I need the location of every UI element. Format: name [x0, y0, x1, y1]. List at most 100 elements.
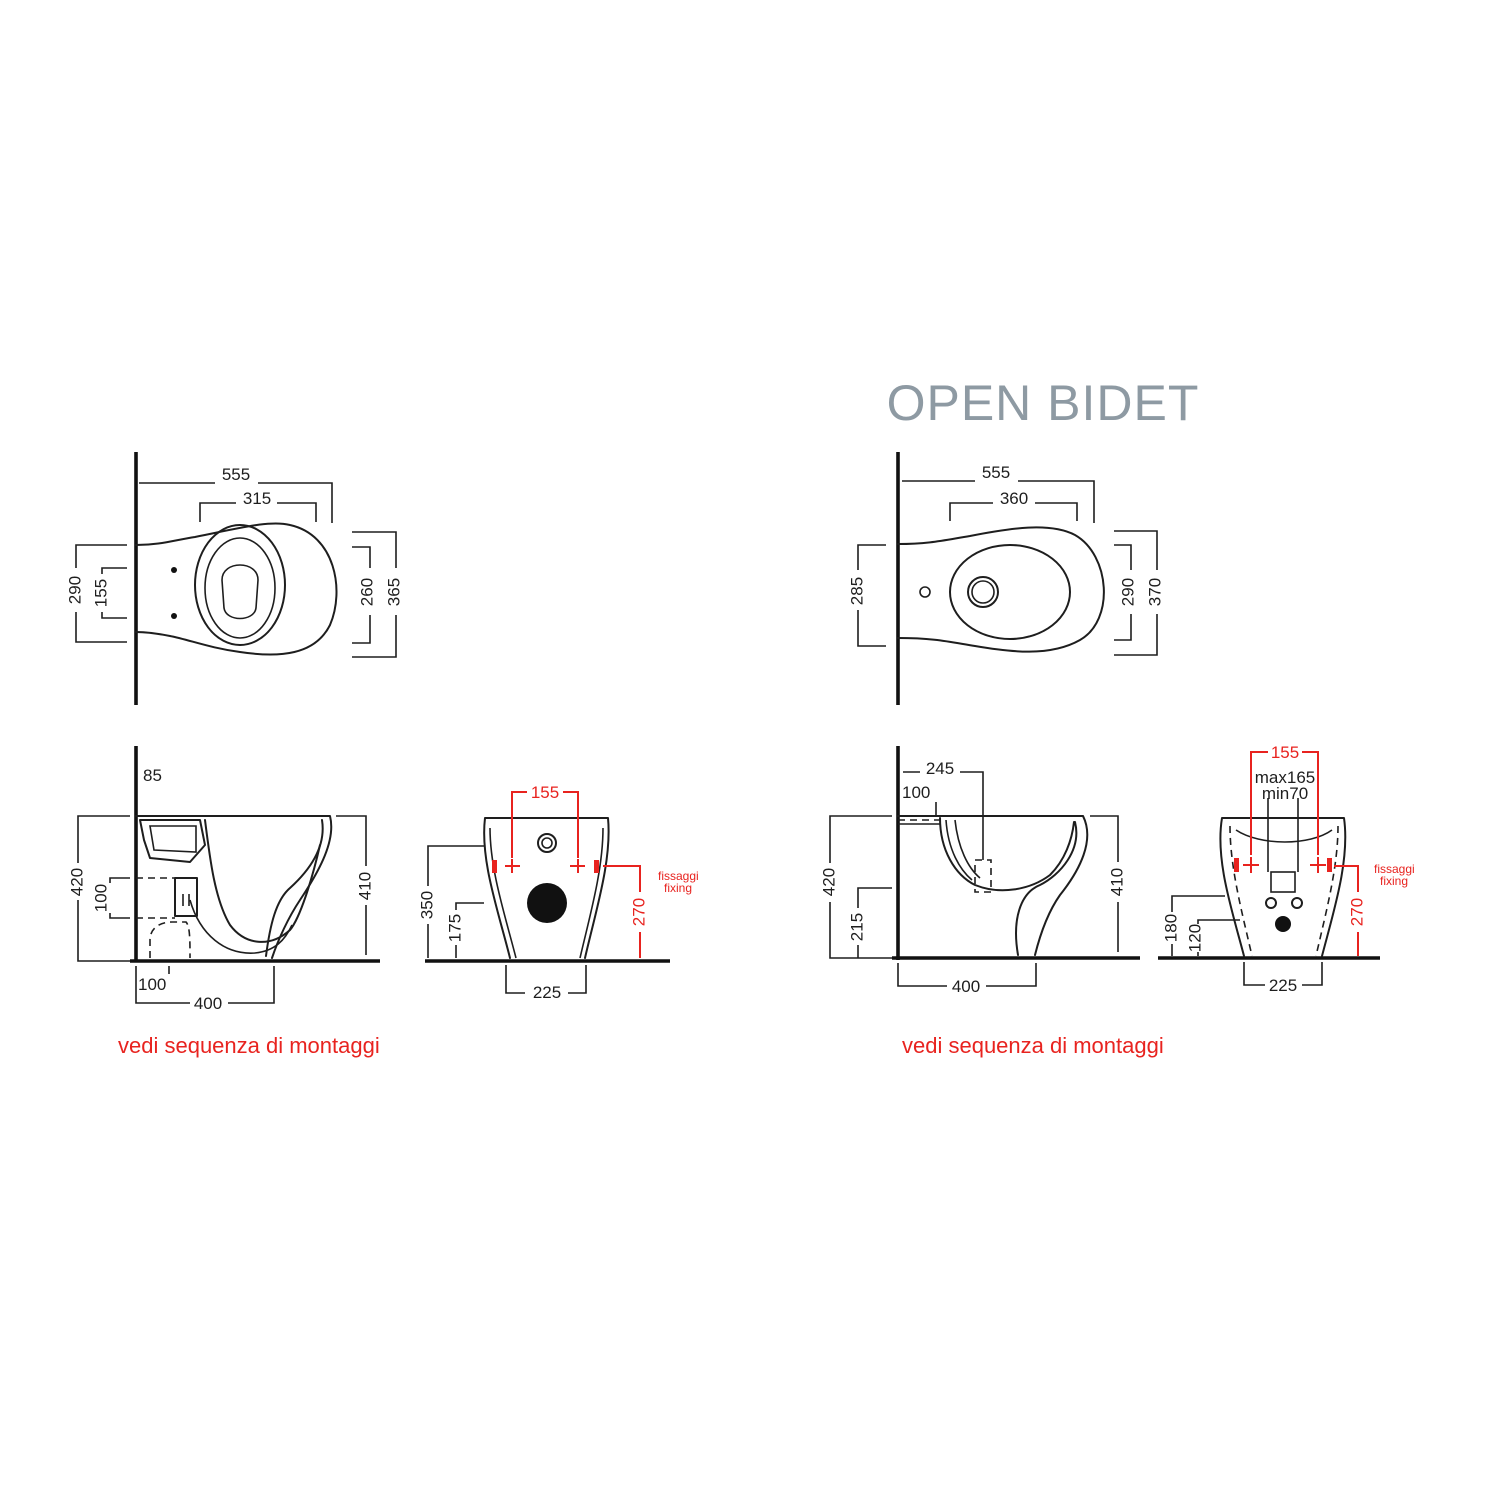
dim-bidet-side-410: 410 [1107, 868, 1126, 896]
dim-line [1035, 502, 1078, 521]
bidet-front-inner-dash [1229, 825, 1339, 957]
dim-bidet-side-215: 215 [847, 913, 866, 941]
dim-toilet-side-410: 410 [355, 872, 374, 900]
dim-line [1090, 815, 1119, 862]
dim-line [857, 610, 886, 647]
dim-line [77, 900, 130, 962]
toilet-top-outline [135, 522, 338, 656]
dim-line [1018, 480, 1095, 523]
bidet-top-drain-inner [971, 580, 995, 604]
dim-toilet-front-155: 155 [531, 783, 559, 802]
bidet-front-rim [1235, 829, 1333, 843]
dim-line [505, 965, 525, 994]
dim-toilet-side-100h: 100 [138, 975, 166, 994]
bidet-side-body [897, 815, 1089, 956]
toilet-top-hole-lower [171, 613, 177, 619]
bidet-side-view: 245 100 420 215 410 400 [819, 746, 1140, 996]
dim-line [897, 963, 947, 987]
dim-line [455, 902, 484, 910]
toilet-top-rim-inner [204, 537, 276, 639]
dim-toilet-top-290: 290 [65, 576, 84, 604]
toilet-top-view: 555 315 290 155 260 365 [65, 452, 403, 705]
dim-toilet-side-420: 420 [67, 868, 86, 896]
dim-toilet-top-315: 315 [243, 489, 271, 508]
dim-bidet-top-370: 370 [1145, 578, 1164, 606]
toilet-front-fixing-right [594, 860, 599, 873]
bidet-top-tap-hole [919, 586, 931, 598]
bidet-front-view: 155 max165 min70 180 120 270 fissaggi fi… [1158, 743, 1415, 995]
bidet-front-hole-right [1291, 897, 1303, 909]
toilet-top-hole-upper [171, 567, 177, 573]
toilet-top-rim [194, 524, 286, 646]
dim-bidet-front-270: 270 [1347, 898, 1366, 926]
bidet-side-bowl-back [1015, 821, 1078, 956]
dim-line [336, 815, 367, 866]
dim-line [1243, 962, 1265, 986]
dim-line [77, 815, 130, 863]
dim-line [258, 482, 333, 523]
dim-bidet-side-420: 420 [819, 868, 838, 896]
dim-line [352, 531, 397, 568]
dim-line [1250, 751, 1268, 855]
dim-line [563, 791, 579, 858]
dim-bidet-top-285: 285 [847, 577, 866, 605]
dim-line [75, 612, 127, 643]
bidet-front-outline [1219, 817, 1347, 957]
dim-line [109, 913, 130, 919]
toilet-front-inner [489, 827, 604, 959]
dim-line [986, 963, 1037, 987]
dim-line [101, 567, 127, 574]
dim-bidet-side-245: 245 [926, 759, 954, 778]
dim-line [960, 771, 984, 860]
toilet-front-outlet [527, 883, 567, 923]
bidet-front-outlet [1275, 916, 1291, 932]
dim-line [1114, 614, 1132, 641]
dim-bidet-front-min: min70 [1262, 784, 1308, 803]
bidet-front-fixing-label-en: fixing [1380, 874, 1408, 888]
dim-line [568, 965, 587, 994]
dim-toilet-front-270: 270 [629, 898, 648, 926]
bidet-front-fixing-right [1327, 858, 1332, 872]
dim-bidet-top-290: 290 [1118, 578, 1137, 606]
dim-line [1171, 895, 1225, 912]
dim-bidet-side-100: 100 [902, 783, 930, 802]
dim-toilet-front-350: 350 [417, 891, 436, 919]
dim-line [1114, 614, 1158, 656]
dim-line [1197, 919, 1240, 924]
toilet-front-inlet-inner [541, 837, 553, 849]
dim-toilet-front-225: 225 [533, 983, 561, 1002]
toilet-side-floor-pipe-dash [149, 921, 191, 959]
dim-line [829, 815, 892, 863]
dim-line [109, 877, 130, 883]
dim-toilet-top-155: 155 [91, 579, 110, 607]
dim-line [1334, 865, 1359, 892]
toilet-side-flush-inlet [139, 819, 206, 863]
dim-line [228, 966, 275, 1004]
dim-bidet-front-180: 180 [1161, 914, 1180, 942]
dim-line [135, 966, 190, 1004]
dim-toilet-top-555: 555 [222, 465, 250, 484]
dim-line [1302, 751, 1319, 855]
bidet-side-bowl-ribs [945, 819, 981, 881]
dim-line [101, 612, 127, 619]
bidet-front-drain [1270, 871, 1296, 893]
toilet-front-view: 155 350 175 270 fissaggi fixing 225 [417, 783, 698, 1002]
toilet-side-body [135, 815, 333, 959]
bidet-assembly-note: vedi sequenza di montaggi [902, 1033, 1164, 1058]
dim-line [949, 502, 993, 521]
bidet-side-bowl [939, 817, 1075, 892]
toilet-assembly-note: vedi sequenza di montaggi [118, 1033, 380, 1058]
toilet-top-bowl [221, 564, 259, 620]
dim-bidet-front-225: 225 [1269, 976, 1297, 995]
dim-line [603, 865, 641, 892]
product-title: OPEN BIDET [887, 375, 1200, 431]
toilet-side-trap-outer [189, 899, 293, 954]
dim-bidet-front-max: max165 [1255, 768, 1315, 787]
toilet-side-trap [204, 819, 321, 943]
bidet-top-view: 555 360 285 290 370 [847, 452, 1164, 705]
dim-toilet-side-100v: 100 [91, 884, 110, 912]
bidet-front-hole-left [1265, 897, 1277, 909]
dim-line [75, 544, 127, 568]
bidet-top-rim [949, 544, 1071, 640]
